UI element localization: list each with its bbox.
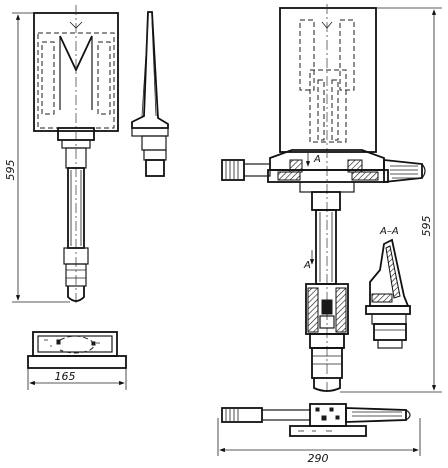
right-height-label: 595 bbox=[420, 216, 433, 237]
left-height-dimension: 595 bbox=[4, 12, 70, 303]
right-assembly-view: A A bbox=[221, 4, 426, 392]
left-width-label: 165 bbox=[55, 370, 76, 383]
section-marker-lower: A bbox=[303, 260, 311, 271]
right-height-dimension: 595 bbox=[340, 7, 442, 393]
section-aa-detail: A–A bbox=[365, 226, 411, 349]
left-side-view bbox=[131, 11, 169, 177]
bottom-width-label: 290 bbox=[308, 452, 329, 465]
section-title: A–A bbox=[379, 226, 399, 237]
bottom-plan-view: 290 bbox=[217, 403, 421, 465]
left-plan-view: 165 bbox=[27, 331, 127, 390]
left-height-label: 595 bbox=[4, 160, 17, 181]
left-front-view bbox=[33, 5, 119, 305]
section-marker-upper: A bbox=[313, 154, 321, 165]
